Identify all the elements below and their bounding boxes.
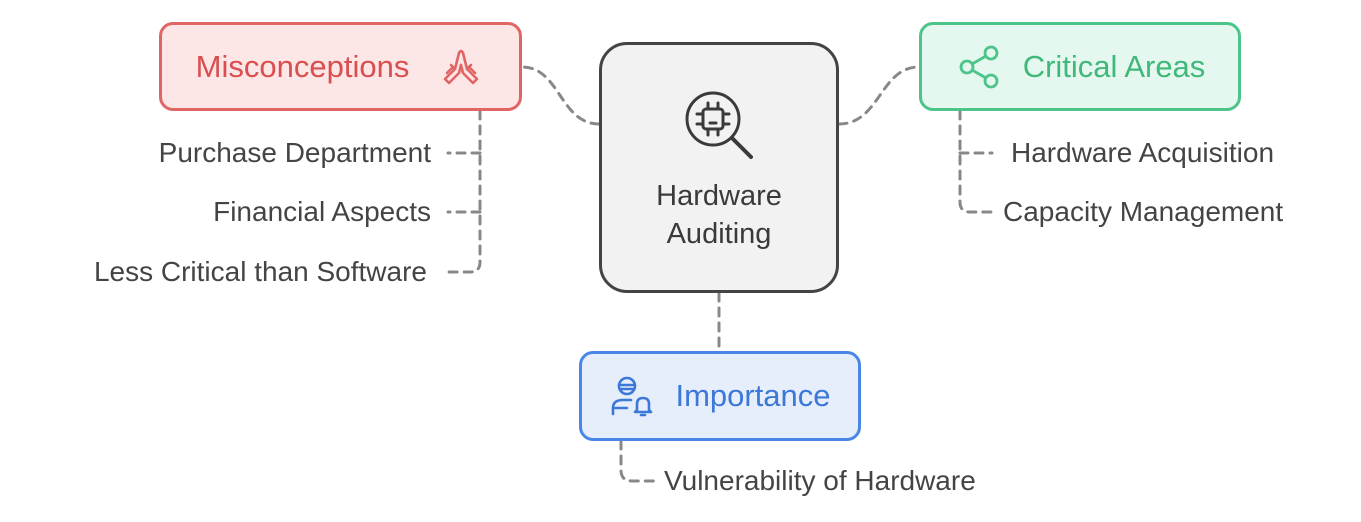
critical-areas-node[interactable]: Critical Areas [919,22,1241,111]
misconceptions-item-less-critical: Less Critical than Software [93,256,427,287]
connector-center-critical-areas [837,65,921,126]
chip-search-icon [677,83,761,167]
user-alert-icon [609,372,657,420]
connector-misconceptions-trunk [443,109,482,274]
central-title-line-2: Auditing [666,217,772,250]
share-nodes-icon [955,43,1003,91]
importance-item-vulnerability: Vulnerability of Hardware [664,465,976,496]
critical-areas-label: Critical Areas [1022,48,1206,84]
praying-hands-icon [437,43,485,91]
central-node-hardware-auditing[interactable]: Hardware Auditing [599,42,839,293]
misconceptions-item-purchase-department: Purchase Department [158,137,431,168]
misconceptions-label: Misconceptions [195,48,410,84]
connector-critical-trunk [958,109,994,214]
connector-center-misconceptions [520,65,601,126]
importance-label: Importance [675,378,831,413]
connector-importance-trunk [619,439,657,483]
central-title: Hardware Auditing [656,177,782,253]
critical-areas-item-capacity-management: Capacity Management [1003,196,1284,227]
misconceptions-item-financial-aspects: Financial Aspects [213,196,431,227]
critical-areas-item-hardware-acquisition: Hardware Acquisition [1011,137,1275,168]
central-title-line-1: Hardware [656,179,782,212]
misconceptions-node[interactable]: Misconceptions [159,22,522,111]
importance-node[interactable]: Importance [579,351,861,441]
